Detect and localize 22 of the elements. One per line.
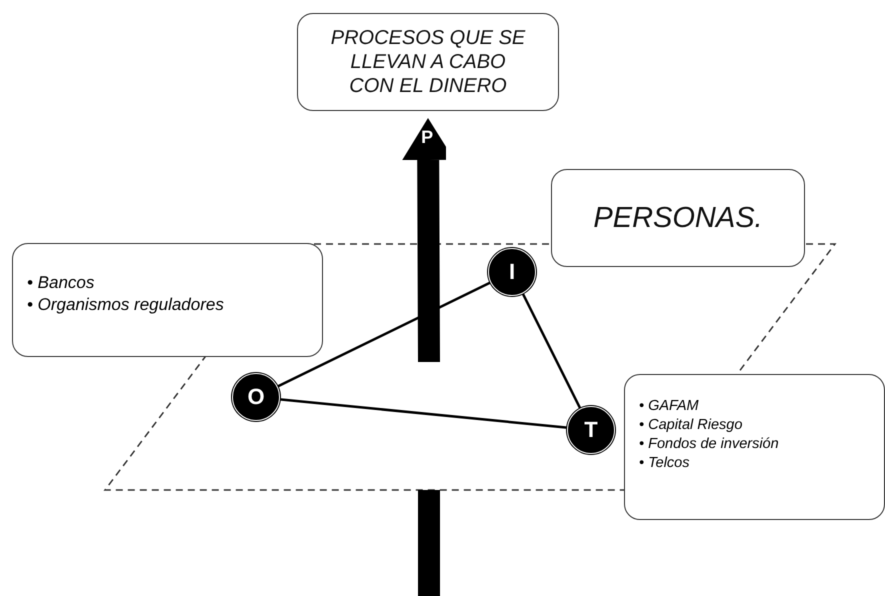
connector-line — [280, 398, 568, 429]
list-box — [12, 243, 323, 357]
list-item: • Capital Riesgo — [639, 416, 744, 435]
vertex-circle — [232, 373, 280, 421]
node-text: T — [583, 416, 599, 444]
list-item: • Fondos de inversión — [639, 434, 780, 454]
connector-line — [277, 281, 491, 388]
node-text: I — [508, 258, 516, 286]
node-text: O — [246, 384, 266, 410]
node-text: PERSONAS. — [592, 200, 764, 236]
connector-line — [522, 292, 582, 410]
list-item: • GAFAM — [639, 397, 700, 416]
vertex-circle — [567, 406, 615, 454]
list-item: • Bancos — [27, 272, 96, 294]
edge-label: P — [421, 126, 434, 148]
node-text: PROCESOS QUE SE LLEVAN A CABO CON EL DINERO — [330, 26, 526, 98]
list-box — [624, 374, 885, 520]
list-item: • Telcos — [639, 454, 690, 472]
label-box — [551, 169, 805, 267]
list-item: • Organismos reguladores — [27, 294, 225, 316]
process-box — [297, 13, 559, 111]
vertex-circle — [488, 248, 536, 296]
